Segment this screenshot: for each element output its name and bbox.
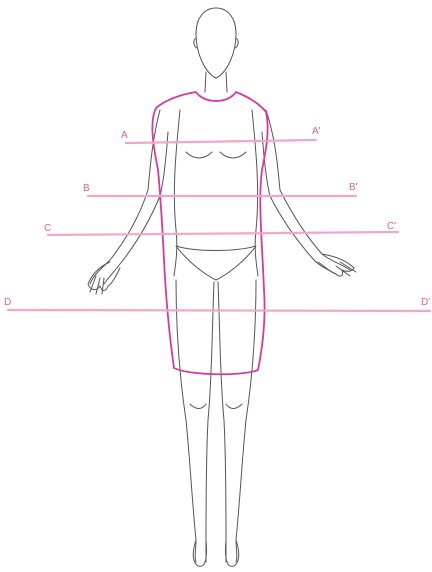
label-b-start: B [83, 183, 90, 194]
leg-left-outer [176, 280, 196, 562]
measurement-labels: A A' B B' C C' D D' [4, 126, 430, 308]
arm-left-inner [104, 132, 168, 284]
leg-right-outer [236, 280, 256, 562]
neck-left [205, 72, 206, 92]
label-c-start: C [44, 223, 51, 234]
hand-right [318, 254, 354, 276]
head [196, 8, 236, 78]
torso-right [252, 110, 258, 276]
leg-left-inner [206, 282, 214, 562]
croquis-figure [88, 8, 356, 566]
label-c-end: C' [387, 221, 396, 232]
neck-right [226, 72, 227, 92]
measure-line-d [8, 310, 430, 311]
knee-right [226, 404, 242, 409]
leg-right-inner [218, 282, 226, 562]
measure-line-c [48, 232, 398, 235]
bust-line [186, 152, 246, 158]
label-a-end: A' [312, 126, 321, 137]
fingers-left [90, 276, 104, 294]
label-b-end: B' [349, 182, 358, 193]
hip-line [176, 246, 256, 280]
arm-right-inner [262, 132, 336, 274]
label-a-start: A [121, 130, 128, 141]
torso-left [174, 110, 180, 276]
knee-left [190, 404, 206, 409]
label-d-start: D [4, 297, 11, 308]
label-d-end: D' [421, 297, 430, 308]
measure-line-a [126, 140, 316, 143]
arm-right-outer [266, 110, 350, 270]
measurement-lines [8, 140, 430, 311]
